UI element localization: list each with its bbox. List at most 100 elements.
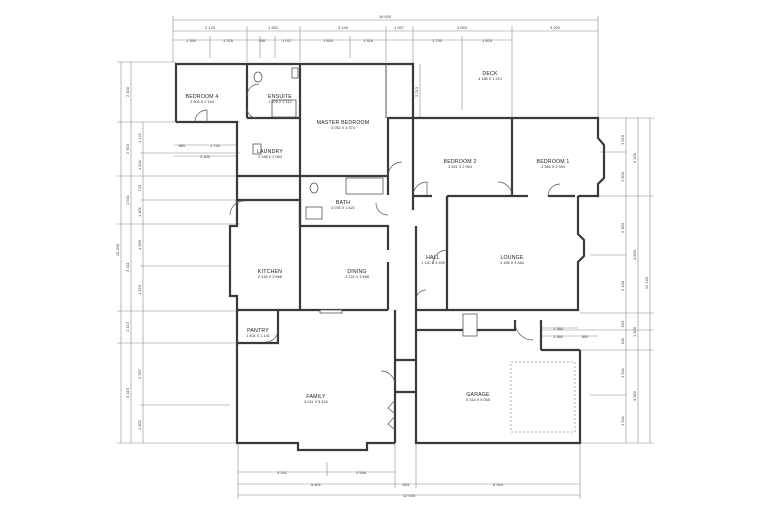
dim-text: 642 [620,337,625,344]
stair-icon [462,313,478,337]
dim-text: 1 500 [620,171,625,182]
room-name: ENSUITE [268,94,292,100]
dim-text: 1 641 [125,194,130,205]
toilet-icon [253,71,263,83]
dim-text: 1 376 [223,38,234,43]
dim-text: 1 541 [137,159,142,170]
dim-text: 2 120 [205,25,216,30]
dim-text: 2 910 [125,143,130,154]
dim-text: 1 318 [363,38,374,43]
dim-text: 624 [403,482,410,487]
dim-text: 1 017 [282,38,293,43]
left-dimensions: 2 400 2 910 1 641 3 411 1 113 3 419 15 2… [115,61,240,444]
dim-top-overall: 16 000 [379,14,392,19]
dim-text: 800 [582,334,589,339]
laundry-tub-icon [252,143,262,155]
room-size: 5 314 X 5 065 [466,398,490,402]
room-name: BEDROOM 1 [537,159,570,165]
top-dimensions: 16 000 2 120 1 452 3 140 1 067 3 553 3 2… [172,14,599,120]
room-name: PANTRY [247,328,269,334]
dim-text: 3 662 [632,390,637,401]
room-bedroom4: BEDROOM 42 604 X 2 164 [186,94,219,104]
room-size: 2 418 X 3 568 [258,275,282,279]
bottom-dimensions: 3 241 2 546 5 401 624 6 004 12 000 [237,443,581,499]
dim-text: 1 113 [125,321,130,331]
dim-text: 436 [259,38,266,43]
dim-text: 1 345 [186,38,197,43]
dim-text: 1 740 [210,143,221,148]
dim-text: 1 823 [482,38,493,43]
room-size: 3 052 X 4 374 [331,126,355,130]
dim-text: 860 [179,143,186,148]
dim-text: 1 523 [137,284,142,295]
dim-text: 2 546 [356,470,367,475]
room-name: KITCHEN [258,269,282,275]
room-size: 1 120 X 4 409 [421,261,445,265]
room-name: DINING [347,269,366,275]
dim-text: 5 401 [311,482,322,487]
walls [174,62,606,452]
dim-text: 4 830 [632,249,637,260]
room-size: 3 076 X 1 621 [331,206,355,210]
dim-text: 6 004 [493,482,504,487]
dim-text: 520 [620,320,625,327]
room-size: 1 401 X 1 141 [246,334,270,338]
toilet-icon [309,182,319,194]
dim-text: 3 200 [632,152,637,163]
internal-dimensions: 860 1 740 2 400 2 213 1 360 1 360 800 [174,64,598,339]
dim-text: 2 213 [414,86,419,97]
room-name: MASTER BEDROOM [317,120,370,126]
dim-text: 1 121 [137,132,142,143]
dim-text: 1 730 [432,38,443,43]
dim-text: 1 541 [620,415,625,426]
room-name: FAMILY [306,394,326,400]
dim-text: 3 419 [125,387,130,398]
dim-text: 2 400 [125,86,130,97]
dim-text: 2 463 [620,222,625,233]
room-size: 3 364 X 2 994 [541,165,565,169]
room-name: BATH [336,200,350,206]
shower-icon [271,99,297,118]
doors [194,83,561,431]
window-icon [319,309,343,314]
dim-text: 1 500 [632,326,637,337]
room-size: 4 222 X 3 568 [345,275,369,279]
car-space-outline [510,361,576,433]
room-name: BEDROOM 2 [444,159,477,165]
room-name: LAUNDRY [257,149,283,155]
dim-text: 1 067 [394,25,405,30]
room-bedroom2: BEDROOM 23 521 X 2 994 [444,159,477,169]
dim-text: 1 360 [553,334,564,339]
dim-right-overall: 12 163 [644,276,649,289]
left-dim-texts: 2 400 2 910 1 641 3 411 1 113 3 419 15 2… [115,86,142,430]
room-bedroom1: BEDROOM 13 364 X 2 994 [537,159,570,169]
dim-text: 3 241 [277,470,288,475]
room-size: 5 011 X 5 516 [304,400,327,404]
dim-text: 3 200 [550,25,561,30]
dim-bottom-overall: 12 000 [403,493,416,498]
dim-text: 2 267 [137,368,142,379]
dim-text: 3 140 [338,25,349,30]
room-size: 2 604 X 2 164 [190,100,214,104]
dim-text: 1 301 [137,206,142,217]
dim-text: 2 140 [620,280,625,291]
vanity-icon [305,206,323,220]
room-size: 3 521 X 2 994 [448,165,472,169]
dim-text: 715 [137,184,142,191]
room-size: 4 188 X 1 213 [478,77,502,81]
dim-text: 1 452 [268,25,279,30]
bathtub-icon [345,177,384,195]
